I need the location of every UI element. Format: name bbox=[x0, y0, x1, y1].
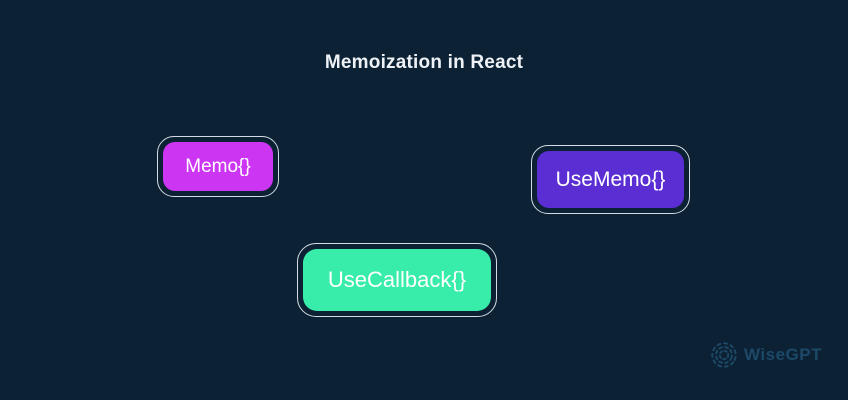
usememo-box-label: UseMemo{} bbox=[537, 151, 684, 208]
brand-watermark: WiseGPT bbox=[709, 340, 822, 370]
usecallback-box-label: UseCallback{} bbox=[303, 249, 491, 311]
memo-box-label: Memo{} bbox=[163, 142, 273, 191]
swirl-icon bbox=[709, 340, 739, 370]
usecallback-box: UseCallback{} bbox=[297, 243, 497, 317]
brand-name: WiseGPT bbox=[744, 345, 822, 364]
usememo-box: UseMemo{} bbox=[531, 145, 690, 214]
memo-box: Memo{} bbox=[157, 136, 279, 197]
page-title: Memoization in React bbox=[324, 52, 524, 73]
